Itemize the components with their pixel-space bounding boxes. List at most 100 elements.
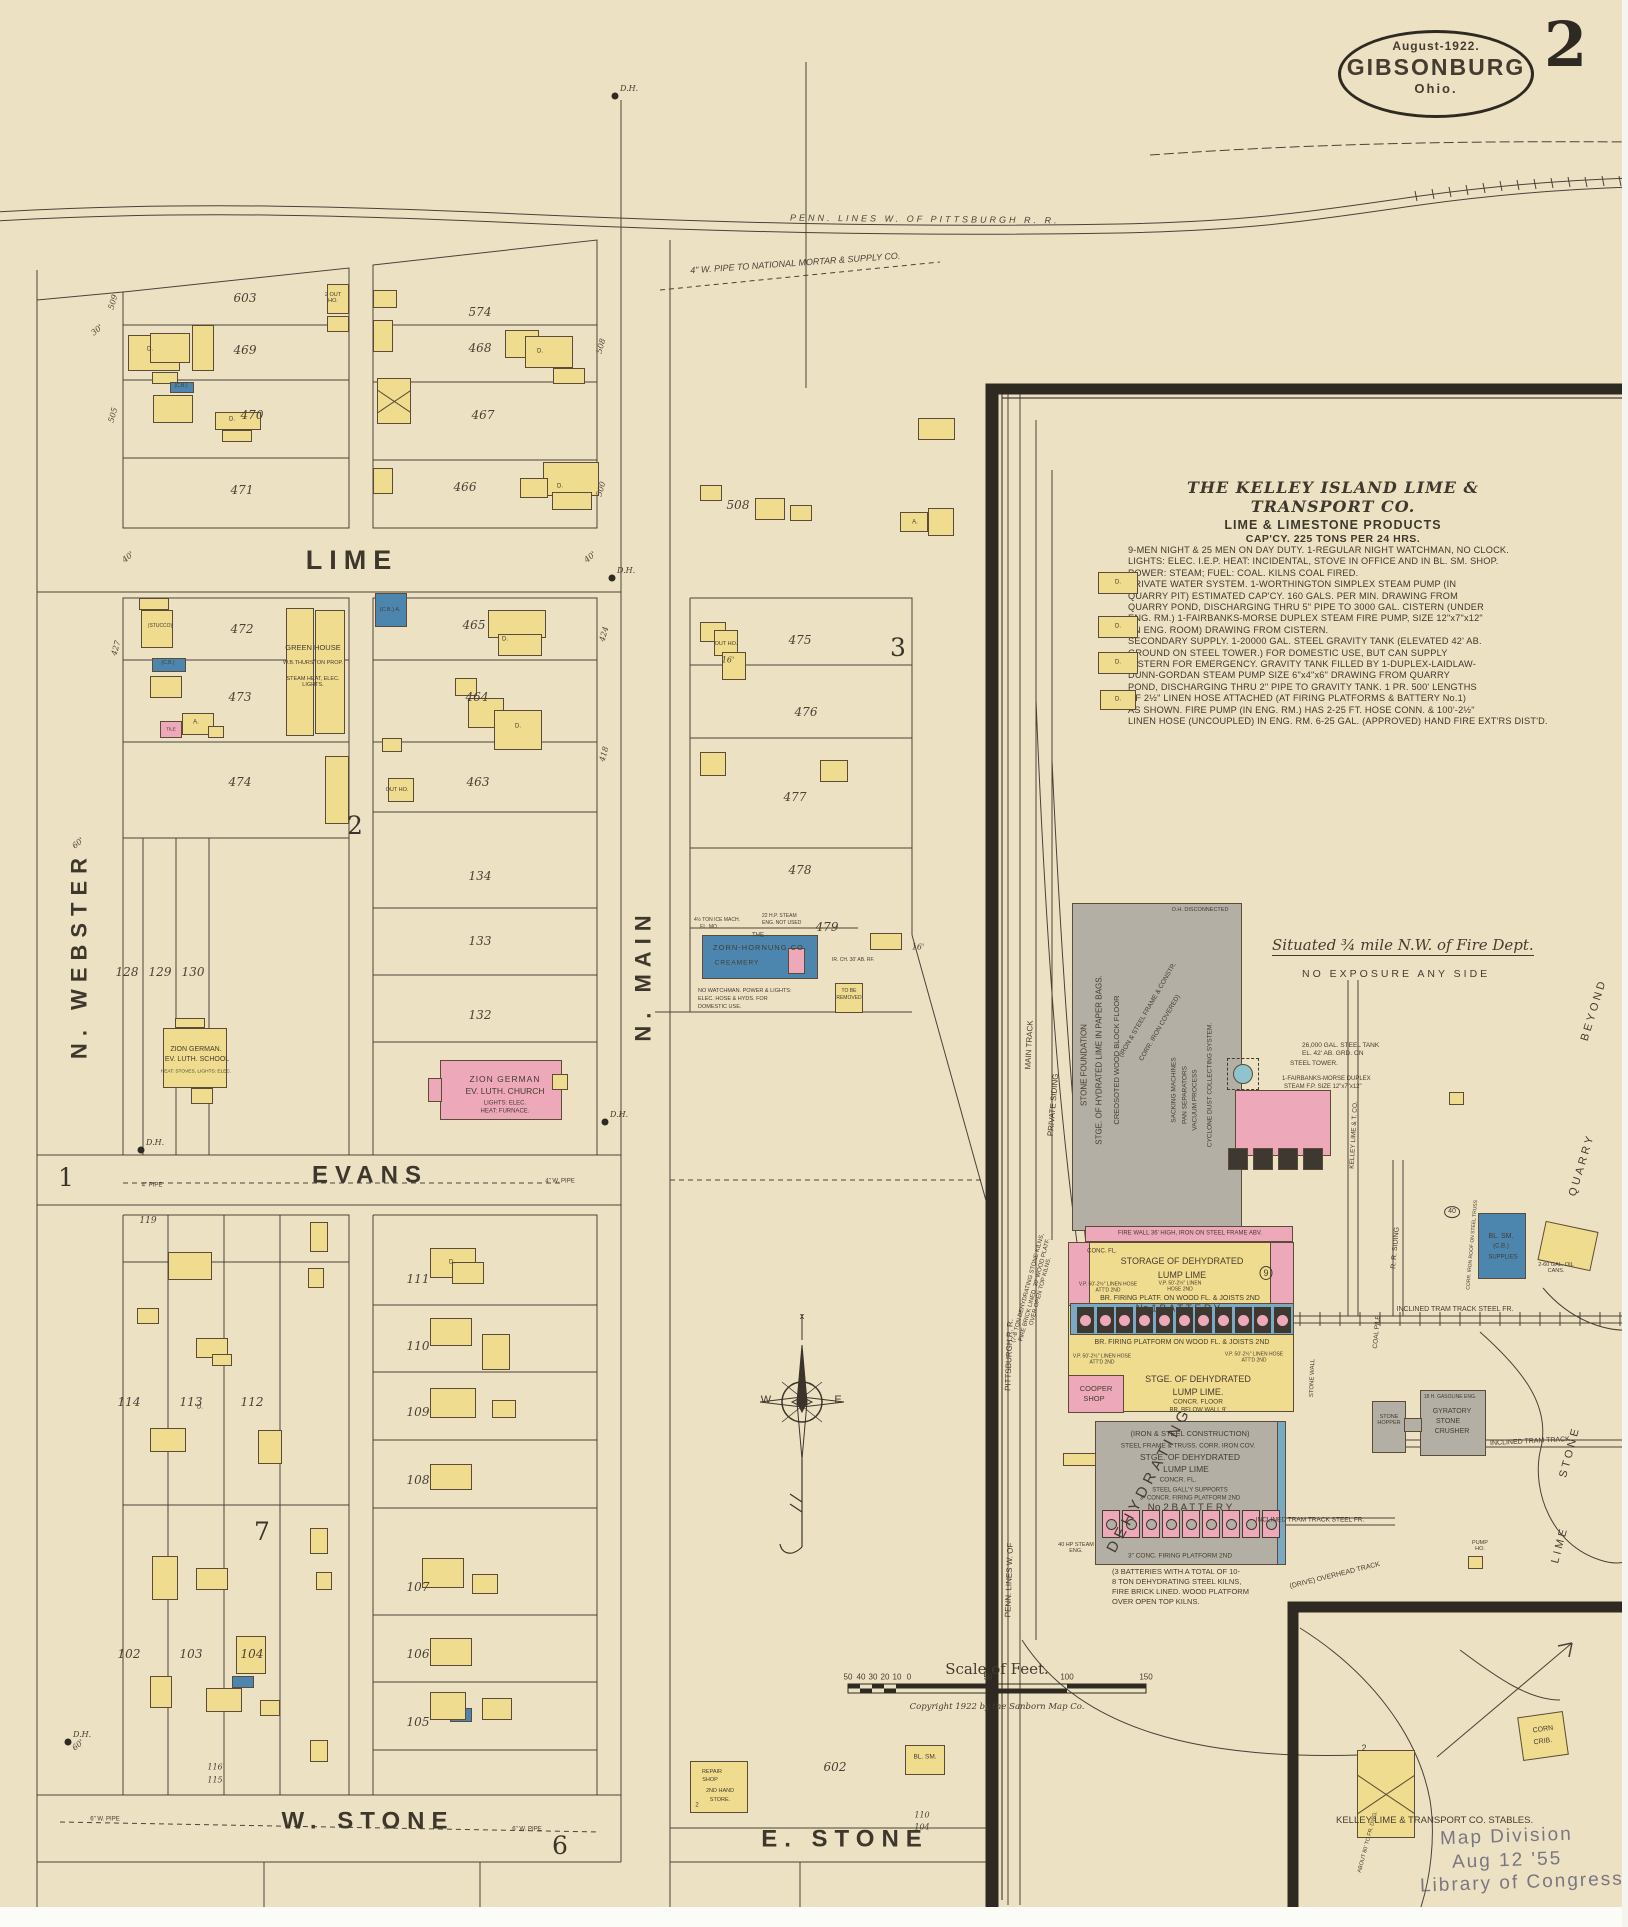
building — [430, 1638, 472, 1666]
map-label: CONCR. FLOOR — [1173, 1398, 1223, 1406]
out-house-label: 2 OUT HO. — [324, 291, 342, 304]
repair-shop-building — [690, 1761, 748, 1813]
building — [212, 1354, 232, 1366]
kiln-battery-1 — [1274, 1307, 1291, 1333]
building — [553, 368, 585, 384]
edge-number: 30' — [89, 322, 105, 338]
lot-number: 474 — [228, 775, 252, 789]
kiln-battery-2 — [1122, 1510, 1140, 1538]
school-label: ZION GERMAN. — [170, 1046, 222, 1054]
water-tank-tower — [1227, 1058, 1259, 1090]
building — [494, 710, 542, 750]
lot-number: 464 — [465, 690, 489, 704]
building — [1278, 1148, 1298, 1170]
church-label: ZION GERMAN — [469, 1074, 541, 1085]
map-label: A. — [193, 719, 199, 726]
map-label: PUMP HO. — [1472, 1539, 1488, 1552]
lot-number: 104 — [914, 1822, 930, 1832]
map-label: x — [799, 1310, 805, 1321]
map-label: D. — [1115, 623, 1121, 630]
map-label: STORAGE OF DEHYDRATED — [1120, 1255, 1244, 1266]
map-label: V.P. 50'-2½" LINEN HOSE ATT'D 2ND — [1224, 1351, 1284, 1363]
edge-number: 16' — [721, 655, 735, 665]
map-label: 26,000 GAL. STEEL TANK — [1302, 1042, 1380, 1049]
map-label: 4½ TON ICE MACH. — [694, 917, 740, 923]
map-label: (C.B.) — [1493, 1243, 1509, 1250]
lot-number: 104 — [240, 1647, 264, 1661]
map-label: TILE — [166, 726, 176, 732]
map-label: BR. FIRING PLATFORM ON WOOD FL. & JOISTS… — [1094, 1339, 1270, 1347]
building — [430, 1318, 472, 1346]
map-city: GIBSONBURG — [1346, 54, 1526, 80]
tram-track-label: INCLINED TRAM TRACK STEEL FR. — [1396, 1306, 1514, 1314]
kelley-note-line: OF 2½" LINEN HOSE ATTACHED (AT FIRING PL… — [1128, 693, 1467, 704]
lot-number: 108 — [406, 1473, 430, 1487]
building — [820, 760, 848, 782]
corn-crib — [1517, 1711, 1569, 1761]
map-label: 6" W. PIPE — [90, 1816, 120, 1823]
out-house-label: OUT HO. — [714, 640, 738, 647]
building — [160, 721, 182, 738]
map-label: LIME — [1549, 1525, 1571, 1565]
scale-tick: 50 — [983, 1672, 993, 1682]
map-label: SACKING MACHINES — [1170, 1057, 1178, 1123]
stamp-line-1: Map Division — [1439, 1823, 1574, 1850]
map-label: 3" CONCR. FIRING PLATFORM 2ND — [1139, 1495, 1241, 1502]
building — [525, 336, 573, 368]
lot-number: 466 — [453, 480, 477, 494]
stamp-line-2: Aug 12 '55 — [1451, 1848, 1563, 1873]
map-label: REPAIR — [701, 1768, 723, 1775]
building — [141, 610, 173, 648]
building — [455, 678, 477, 696]
building — [327, 316, 349, 332]
building — [790, 505, 812, 521]
rr-siding-label: KELLEY LIME & T. CO. — [1348, 1101, 1360, 1169]
lot-number: 476 — [794, 705, 818, 719]
map-label: CREOSOTED WOOD BLOCK FLOOR — [1111, 995, 1121, 1125]
block-number: 3 — [890, 633, 906, 662]
building — [543, 462, 599, 496]
map-label: GYRATORY — [1432, 1408, 1472, 1416]
map-label: OVER OPEN TOP KILNS. — [1112, 1597, 1200, 1606]
map-label: STONE — [1557, 1424, 1583, 1479]
hydrant-label: D.H. — [617, 566, 636, 575]
street-n-main: N. MAIN — [630, 908, 656, 1042]
scale-tick: 100 — [1060, 1672, 1074, 1682]
map-label: V.P. 50'-2½" LINEN HOSE ATT'D 2ND — [1078, 1281, 1138, 1293]
map-label: 18 H. GASOLINE ENG. — [1423, 1394, 1477, 1401]
compass-west: W — [760, 1393, 772, 1406]
building — [192, 325, 214, 371]
scale-tick: 30 — [868, 1672, 878, 1682]
map-label: SHOP — [1083, 1393, 1105, 1403]
scale-tick: 10 — [892, 1672, 902, 1682]
kelley-note-line: AS SHOWN. FIRE PUMP (IN ENG. RM.) HAS 2-… — [1128, 704, 1475, 715]
map-label: STONE WALL — [1308, 1358, 1317, 1398]
edge-number: 40' — [582, 549, 598, 565]
lot-number: 473 — [228, 690, 252, 704]
building — [215, 412, 261, 430]
building — [430, 1692, 466, 1720]
building — [714, 630, 738, 656]
map-label: CONC. FL. — [1087, 1248, 1117, 1255]
building — [373, 468, 393, 494]
building — [722, 652, 746, 680]
building — [153, 395, 193, 423]
lot-number: 508 — [726, 498, 750, 512]
block-number: 6 — [552, 1831, 568, 1860]
building — [137, 1308, 159, 1324]
kiln-battery-2 — [1102, 1510, 1120, 1538]
building — [492, 1400, 516, 1418]
map-label: CONCR. FL. — [1159, 1476, 1197, 1484]
building — [375, 593, 407, 627]
lot-number: 105 — [406, 1715, 430, 1729]
kiln-battery-2 — [1262, 1510, 1280, 1538]
sheet-number: 2 — [1544, 8, 1588, 81]
building — [388, 778, 414, 802]
map-label: IR. CH. 30' AB. RF. — [832, 957, 875, 963]
lot-number: 477 — [783, 790, 807, 804]
map-label: STEEL FRAME & TRUSS. CORR. IRON COV. — [1120, 1442, 1256, 1450]
scale-tick: 50 — [843, 1672, 853, 1682]
lot-number: 470 — [240, 408, 264, 422]
stone-hopper — [1372, 1401, 1406, 1453]
building — [1098, 652, 1138, 674]
